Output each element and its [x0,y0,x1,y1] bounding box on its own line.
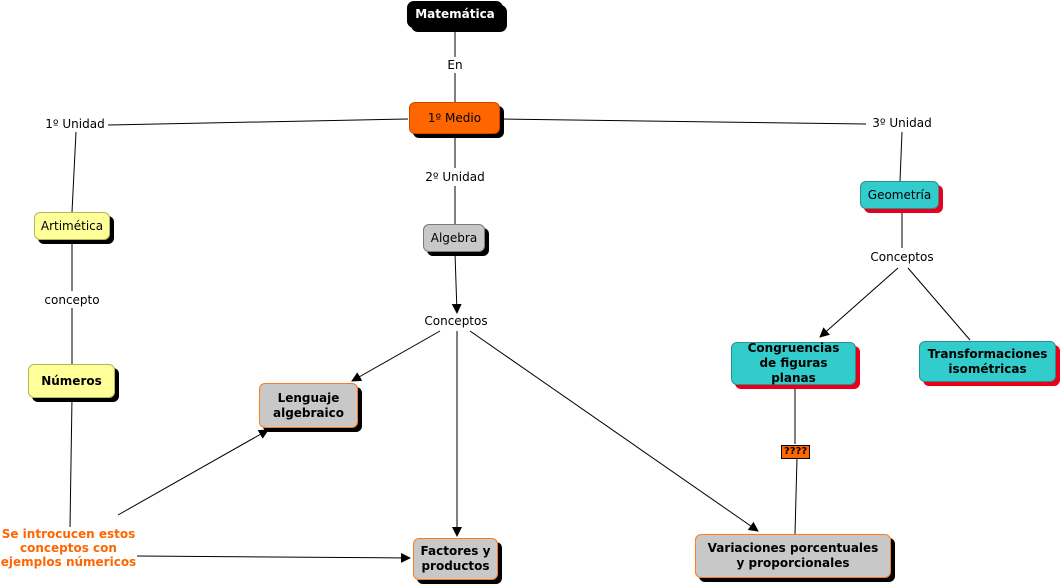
node-matematica[interactable]: Matemática [407,1,503,28]
line-conceptos-transformaciones [907,267,971,341]
arrow-note-factores [136,552,411,563]
arrow-note-lenguaje [117,429,269,516]
link-label-unidad-1: 1º Unidad [43,117,107,131]
link-label-unidad-3: 3º Unidad [870,116,934,130]
node-lenguaje-algebraico[interactable]: Lenguaje algebraico [259,383,358,428]
arrow-conceptos-congruencias [819,267,899,338]
unknown-link-badge: ???? [781,445,811,459]
link-label-conceptos-geometria: Conceptos [868,250,936,264]
node-transformaciones[interactable]: Transformaciones isométricas [919,341,1056,382]
node-congruencias[interactable]: Congruencias de figuras planas [731,341,856,385]
line-medio-unidad1 [107,118,409,126]
link-label-unidad-2: 2º Unidad [423,170,487,184]
intro-note: Se introcucen estos conceptos con ejempl… [0,527,137,569]
line-algebra-conceptos [451,252,462,314]
node-1-medio[interactable]: 1º Medio [409,102,500,134]
line-unidad3-geometria [899,131,903,182]
line-unidad1-aritmetica [71,131,77,213]
link-label-conceptos-algebra: Conceptos [422,314,490,328]
node-algebra[interactable]: Algebra [423,224,485,252]
node-aritmetica[interactable]: Artimética [34,212,110,240]
line-unknown-variaciones [794,457,798,535]
node-variaciones[interactable]: Variaciones porcentuales y proporcionale… [695,534,891,578]
line-medio-unidad3 [501,118,867,125]
link-label-en: En [445,58,465,72]
arrow-conceptos-lenguaje [351,330,441,382]
node-numeros[interactable]: Números [28,364,115,398]
node-geometria[interactable]: Geometría [860,181,939,209]
line-numeros-note [69,397,73,528]
link-label-concepto: concepto [42,293,102,307]
node-factores-productos[interactable]: Factores y productos [413,538,498,580]
arrow-conceptos-variaciones [469,330,759,532]
